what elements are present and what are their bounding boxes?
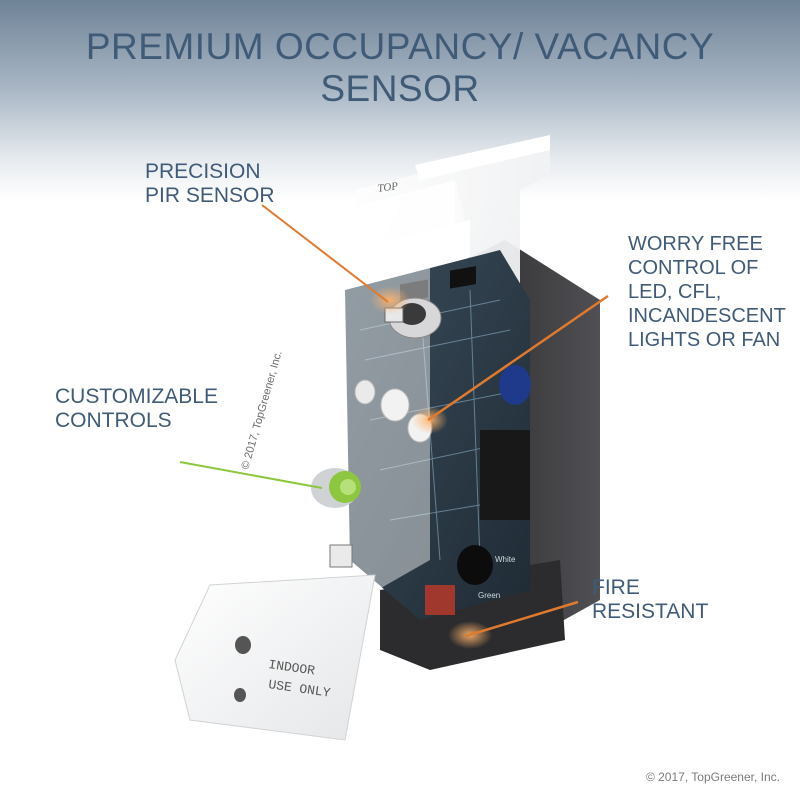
page-title: PREMIUM OCCUPANCY/ VACANCY SENSOR — [0, 26, 800, 110]
copyright-notice: © 2017, TopGreener, Inc. — [645, 770, 780, 784]
fire-pointer-line — [465, 600, 579, 638]
callout-pir-line-2: PIR SENSOR — [145, 184, 275, 207]
callout-worry-line-3: LED, CFL, — [628, 281, 722, 303]
wire-green-label: Green — [478, 591, 500, 600]
callout-pir-sensor: PRECISION PIR SENSOR — [145, 160, 275, 208]
callout-fire-resistant: FIRE RESISTANT — [592, 576, 708, 624]
callout-controls-line-1: CUSTOMIZABLE — [55, 385, 218, 408]
callout-worry-free: WORRY FREE CONTROL OF LED, CFL, INCANDES… — [628, 232, 786, 352]
wire-white-label: White — [495, 555, 516, 564]
callout-customizable-controls: CUSTOMIZABLE CONTROLS — [55, 385, 218, 433]
customize-button — [311, 468, 361, 508]
worry-pointer-line — [427, 294, 609, 422]
callout-controls-line-2: CONTROLS — [55, 409, 172, 432]
callout-worry-line-5: LIGHTS OR FAN — [628, 329, 781, 351]
controls-pointer-line — [179, 461, 323, 489]
front-paddle — [174, 574, 376, 741]
header-gradient-background — [0, 0, 800, 200]
callout-worry-line-4: INCANDESCENT — [628, 305, 786, 327]
callout-worry-line-1: WORRY FREE — [628, 233, 763, 255]
title-line-1: PREMIUM OCCUPANCY/ VACANCY — [85, 26, 715, 67]
plate-text-line-1: INDOOR — [267, 657, 316, 678]
callout-fire-line-2: RESISTANT — [592, 600, 709, 623]
callout-pir-line-1: PRECISION — [145, 160, 261, 183]
small-switch — [329, 544, 353, 568]
callout-worry-line-2: CONTROL OF — [628, 257, 759, 279]
callout-fire-line-1: FIRE — [592, 576, 640, 599]
front-cover — [225, 180, 465, 620]
top-label: TOP — [377, 180, 399, 195]
pir-pointer-line — [261, 204, 389, 303]
title-line-2: SENSOR — [320, 68, 480, 109]
